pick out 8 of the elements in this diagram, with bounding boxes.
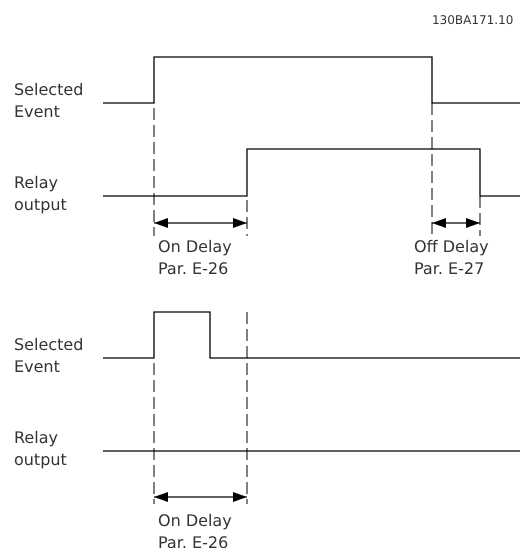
signal-name: Relay output [14,427,68,471]
signal-name: Selected Event [14,334,84,378]
delay-label: Off Delay Par. E-27 [414,236,490,280]
signal-name: Relay output [14,172,68,216]
delay-label: On Delay Par. E-26 [158,510,233,548]
delay-label: On Delay Par. E-26 [158,236,233,280]
drawing-number: 130BA171.10 [432,12,514,28]
signal-name: Selected Event [14,79,84,123]
